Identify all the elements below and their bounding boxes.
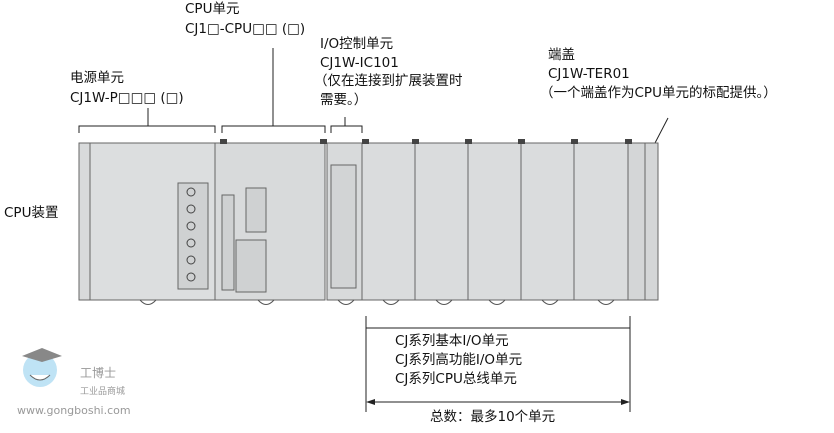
peripheral-port: [245, 187, 267, 233]
cpu-unit-title: CPU单元: [185, 1, 240, 17]
watermark-mascot-icon: [22, 348, 62, 387]
end-cover-title: 端盖: [548, 47, 575, 63]
io-unit: [467, 142, 522, 301]
terminal-block: [177, 182, 209, 290]
end-cover: [627, 142, 659, 301]
total-units: 总数：最多10个单元: [430, 409, 556, 425]
io-unit: [414, 142, 469, 301]
unit-type: CJ系列CPU总线单元: [395, 371, 517, 387]
power-unit-title: 电源单元: [70, 70, 124, 86]
unit-type: CJ系列高功能I/O单元: [395, 352, 523, 368]
cpu-rack-label: CPU装置: [4, 205, 59, 221]
io-control-note: （仅在连接到扩展装置时: [314, 73, 463, 89]
io-control-note-2: 需要。）: [320, 92, 368, 108]
io-control-title: I/O控制单元: [320, 36, 394, 52]
end-cover-note: （一个端盖作为CPU单元的标配提供。）: [540, 85, 777, 101]
end-cover-model: CJ1W-TER01: [548, 66, 630, 82]
watermark-brand: 工博士: [80, 366, 117, 380]
io-unit: [573, 142, 629, 301]
power-unit-model: CJ1W-P□□□ (□): [70, 90, 184, 106]
io-unit: [520, 142, 575, 301]
cpu-unit-bracket: [221, 48, 326, 133]
rs232-port: [235, 239, 267, 293]
io-units-bracket: [365, 316, 631, 329]
power-unit-bracket: [78, 108, 216, 133]
watermark-url: www.gongboshi.com: [17, 404, 131, 417]
end-cover-leader: [654, 117, 669, 144]
io-control-bracket: [330, 117, 363, 133]
io-unit: [361, 142, 416, 301]
cpu-unit-model: CJ1□-CPU□□ (□): [185, 21, 306, 37]
io-control-model: CJ1W-IC101: [320, 55, 399, 71]
total-dimension: [365, 328, 631, 412]
unit-type: CJ系列基本I/O单元: [395, 333, 509, 349]
watermark-sub: 工业品商城: [80, 387, 126, 397]
